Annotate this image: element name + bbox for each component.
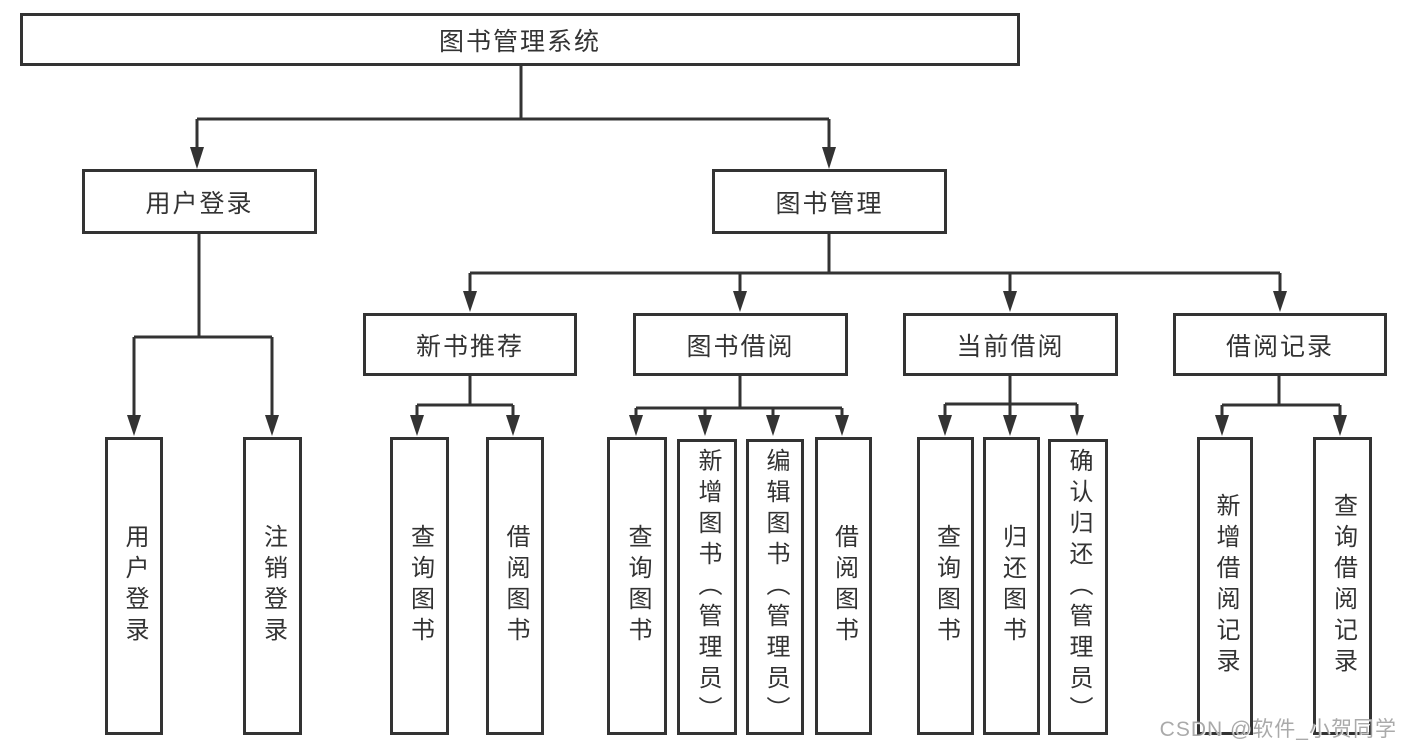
leaf-add-borrow-record: 新增借阅记录	[1197, 437, 1253, 735]
leaf-borrow-books-recommend: 借阅图书	[486, 437, 544, 735]
book-borrow-connector	[629, 376, 849, 436]
leaf-query-books-recommend: 查询图书	[390, 437, 449, 735]
node-book-management: 图书管理	[712, 169, 947, 234]
trunk-connector	[190, 66, 836, 169]
leaf-add-books-admin: 新增图书（管理员）	[677, 439, 737, 735]
leaf-user-login: 用户登录	[105, 437, 163, 735]
leaf-query-borrow-record: 查询借阅记录	[1313, 437, 1372, 735]
node-current-borrow: 当前借阅	[903, 313, 1118, 376]
leaf-return-books: 归还图书	[983, 437, 1040, 735]
user-login-connector	[127, 234, 279, 436]
node-user-login: 用户登录	[82, 169, 317, 234]
leaf-logout: 注销登录	[243, 437, 302, 735]
new-book-recommend-connector	[410, 376, 520, 436]
leaf-edit-books-admin: 编辑图书（管理员）	[746, 439, 804, 735]
leaf-confirm-return-admin: 确认归还（管理员）	[1048, 439, 1108, 735]
csdn-watermark: CSDN @软件_小贺同学	[1159, 718, 1397, 741]
node-new-book-recommend: 新书推荐	[363, 313, 577, 376]
node-book-borrow: 图书借阅	[633, 313, 848, 376]
leaf-query-books-current: 查询图书	[917, 437, 974, 735]
node-borrow-records: 借阅记录	[1173, 313, 1387, 376]
book-management-connector	[463, 234, 1287, 312]
leaf-borrow-books: 借阅图书	[815, 437, 872, 735]
current-borrow-connector	[938, 376, 1084, 436]
borrow-records-connector	[1215, 376, 1347, 436]
leaf-query-books-borrow: 查询图书	[607, 437, 667, 735]
node-root-system: 图书管理系统	[20, 13, 1020, 66]
